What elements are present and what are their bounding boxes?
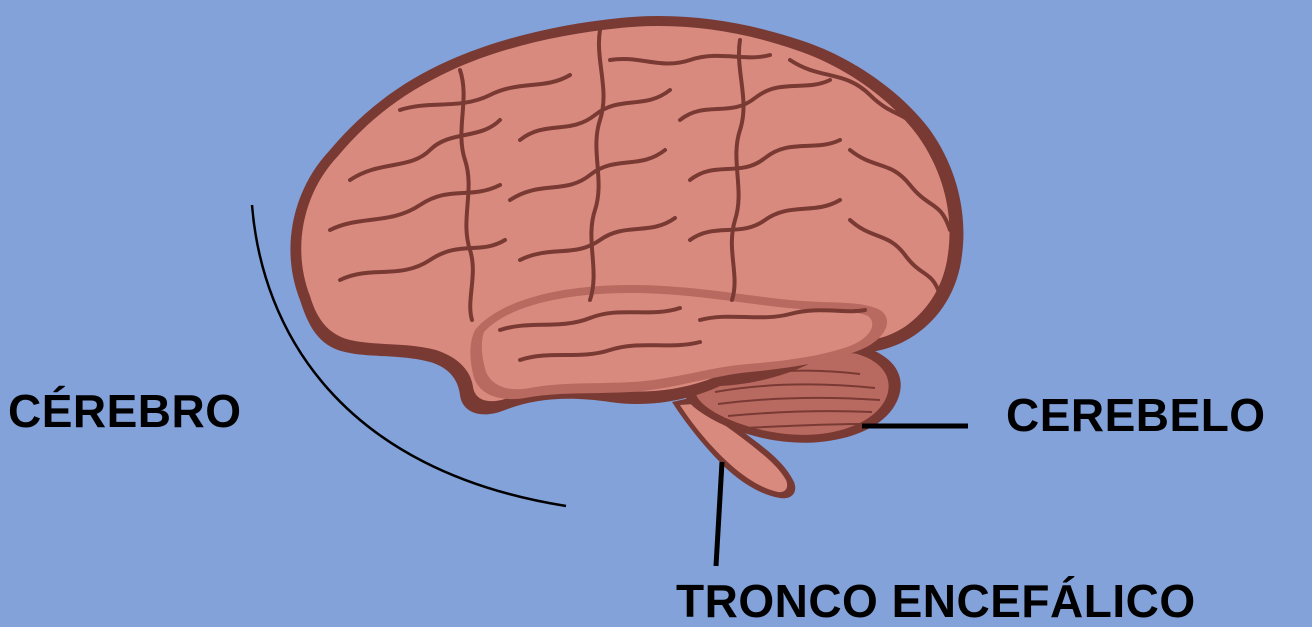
label-tronco-encefalico: TRONCO ENCEFÁLICO bbox=[676, 578, 1196, 624]
label-cerebelo: CEREBELO bbox=[1006, 392, 1266, 438]
label-cerebro: CÉREBRO bbox=[8, 388, 242, 434]
